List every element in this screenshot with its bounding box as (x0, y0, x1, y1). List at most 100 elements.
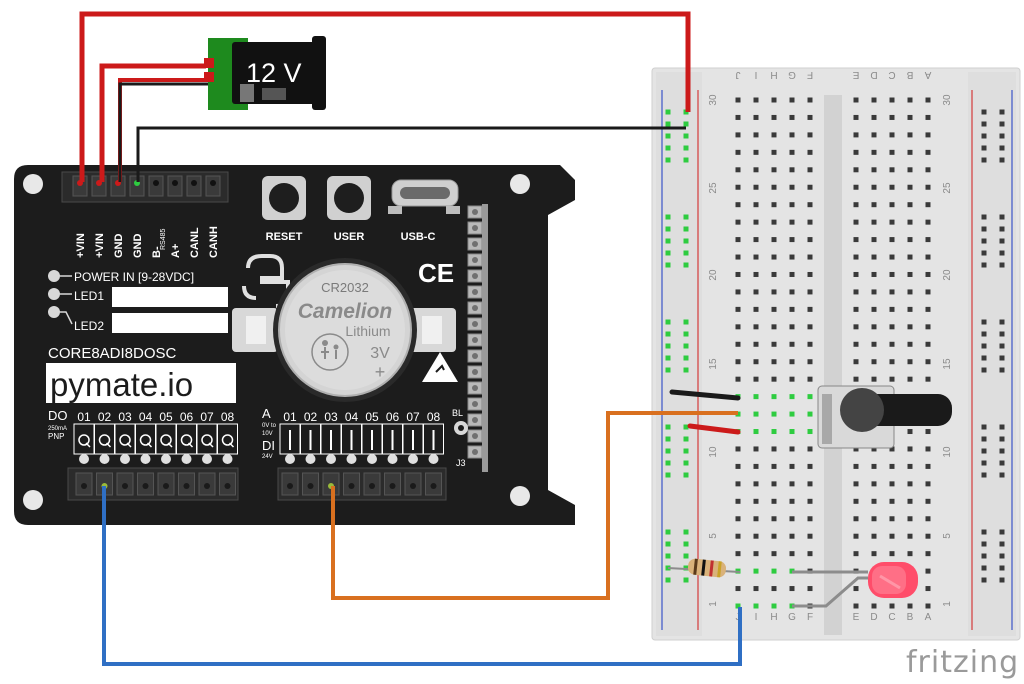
bb-letter: C (888, 69, 895, 80)
channel-led (140, 454, 151, 464)
bb-hole (807, 533, 813, 539)
bb-hole (807, 359, 813, 365)
bb-hole (853, 533, 859, 539)
bb-hole (871, 184, 877, 190)
channel-led (161, 454, 171, 464)
bb-hole (753, 463, 759, 469)
user-button[interactable] (327, 176, 371, 220)
bb-letter: H (770, 69, 777, 80)
bb-hole (771, 306, 777, 312)
bb-hole (889, 446, 895, 452)
bb-hole (807, 516, 813, 522)
reset-button[interactable] (262, 176, 306, 220)
rail-hole (683, 157, 689, 163)
bb-hole (853, 254, 859, 260)
bb-hole (807, 254, 813, 260)
bb-hole (925, 376, 931, 382)
bb-hole (853, 149, 859, 155)
bb-hole (925, 271, 931, 277)
bb-hole (907, 114, 913, 120)
bb-hole (771, 237, 777, 243)
channel-number: 07 (200, 410, 214, 424)
bb-hole (889, 516, 895, 522)
bb-hole (907, 463, 913, 469)
terminal-slot-contact (183, 483, 190, 489)
bb-hole (907, 429, 913, 435)
wire-black-gnd-supply (118, 82, 208, 182)
rail-hole (999, 214, 1005, 220)
bb-hole (735, 446, 741, 452)
bb-hole (789, 394, 795, 400)
rail-hole (665, 460, 671, 466)
bb-hole (871, 446, 877, 452)
bb-hole (907, 167, 913, 173)
terminal-pin-contact (153, 180, 159, 186)
bb-hole (789, 289, 795, 295)
wires (79, 11, 868, 666)
bb-hole (807, 586, 813, 592)
rail-hole (683, 448, 689, 454)
bb-hole (807, 202, 813, 208)
battery-volt: 3V (370, 345, 390, 362)
bb-hole (925, 254, 931, 260)
bb-hole (807, 498, 813, 504)
rail-hole (981, 541, 987, 547)
rail-hole (981, 226, 987, 232)
channel-led (285, 454, 295, 464)
rail-hole (683, 214, 689, 220)
rail-hole (665, 145, 671, 151)
bb-hole (853, 463, 859, 469)
header-pin-contact (472, 401, 478, 407)
bb-hole (925, 184, 931, 190)
usb-c-port[interactable] (388, 179, 460, 214)
bb-hole (925, 516, 931, 522)
bb-hole (889, 289, 895, 295)
rail-hole (665, 214, 671, 220)
bb-hole (753, 516, 759, 522)
bb-hole (753, 219, 759, 225)
bb-hole (889, 202, 895, 208)
rail-hole (981, 577, 987, 583)
bb-hole (925, 568, 931, 574)
bb-hole (807, 551, 813, 557)
rail-hole (683, 121, 689, 127)
bb-hole (853, 324, 859, 330)
bb-hole (925, 446, 931, 452)
rail-hole (665, 367, 671, 373)
bb-hole (807, 411, 813, 417)
header-pin-contact (472, 449, 478, 455)
bb-hole (789, 533, 795, 539)
rail-hole (999, 226, 1005, 232)
bb-hole (889, 533, 895, 539)
bb-hole (789, 411, 795, 417)
bb-hole (871, 516, 877, 522)
bb-row-number: 20 (942, 269, 953, 281)
bb-hole (925, 167, 931, 173)
bb-hole (925, 359, 931, 365)
bb-hole (789, 132, 795, 138)
bb-hole (771, 429, 777, 435)
esd-warning-icon (422, 352, 458, 382)
usb-c-label: USB-C (401, 231, 436, 243)
bb-hole (925, 429, 931, 435)
bb-hole (889, 306, 895, 312)
bb-hole (925, 237, 931, 243)
ce-mark: CE (418, 258, 454, 288)
potentiometer[interactable] (817, 385, 952, 449)
bb-hole (871, 341, 877, 347)
bb-row-number: 1 (708, 601, 719, 607)
rail-hole (981, 355, 987, 361)
bb-hole (735, 167, 741, 173)
bb-hole (871, 359, 877, 365)
do-sub2: PNP (48, 432, 64, 441)
rail-hole (999, 331, 1005, 337)
mount-hole (510, 486, 530, 506)
rail-hole (999, 343, 1005, 349)
bb-hole (907, 219, 913, 225)
header-pin-contact (472, 433, 478, 439)
terminal-slot-contact (204, 483, 210, 489)
bb-hole (789, 184, 795, 190)
bb-hole (807, 376, 813, 382)
rail-hole (665, 262, 671, 268)
power-pin-label: +VIN (75, 233, 87, 258)
